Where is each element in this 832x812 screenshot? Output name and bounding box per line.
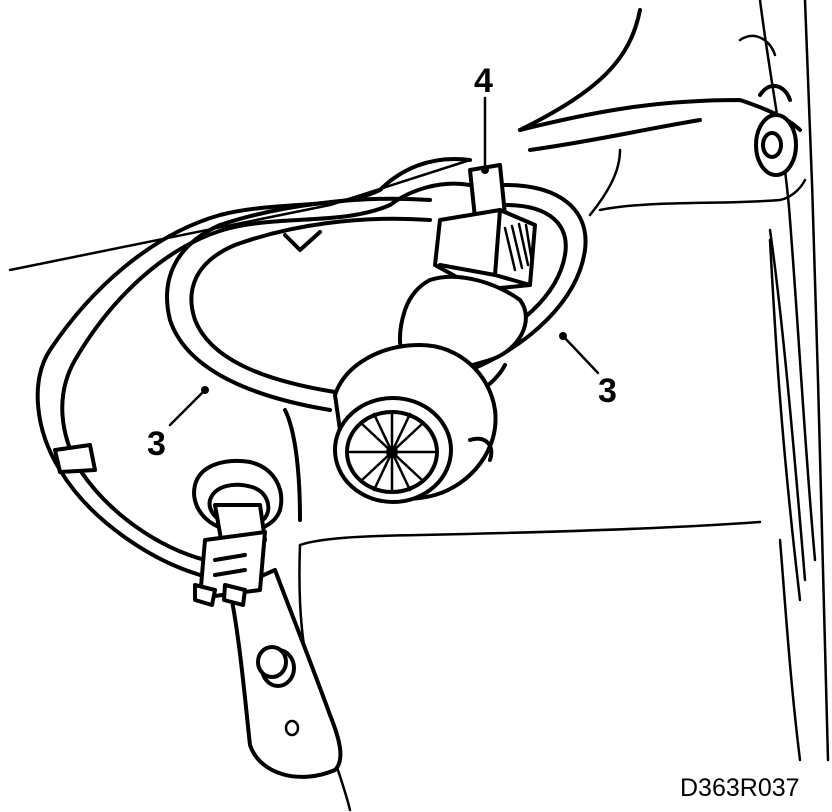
electrical-connector [433, 163, 537, 292]
wiring-harness-outer-loop [35, 157, 472, 577]
lower-plug [193, 503, 267, 607]
hose-oval-loop [165, 183, 588, 412]
callout-4: 4 [474, 62, 493, 100]
bolt-upper [754, 84, 798, 177]
callout-3-left: 3 [147, 425, 166, 463]
figure-code: D363R037 [680, 774, 800, 802]
leader-lines [168, 96, 600, 427]
sensor-unit [333, 274, 528, 504]
callout-3-right: 3 [598, 372, 617, 410]
mounting-bracket [228, 568, 343, 779]
